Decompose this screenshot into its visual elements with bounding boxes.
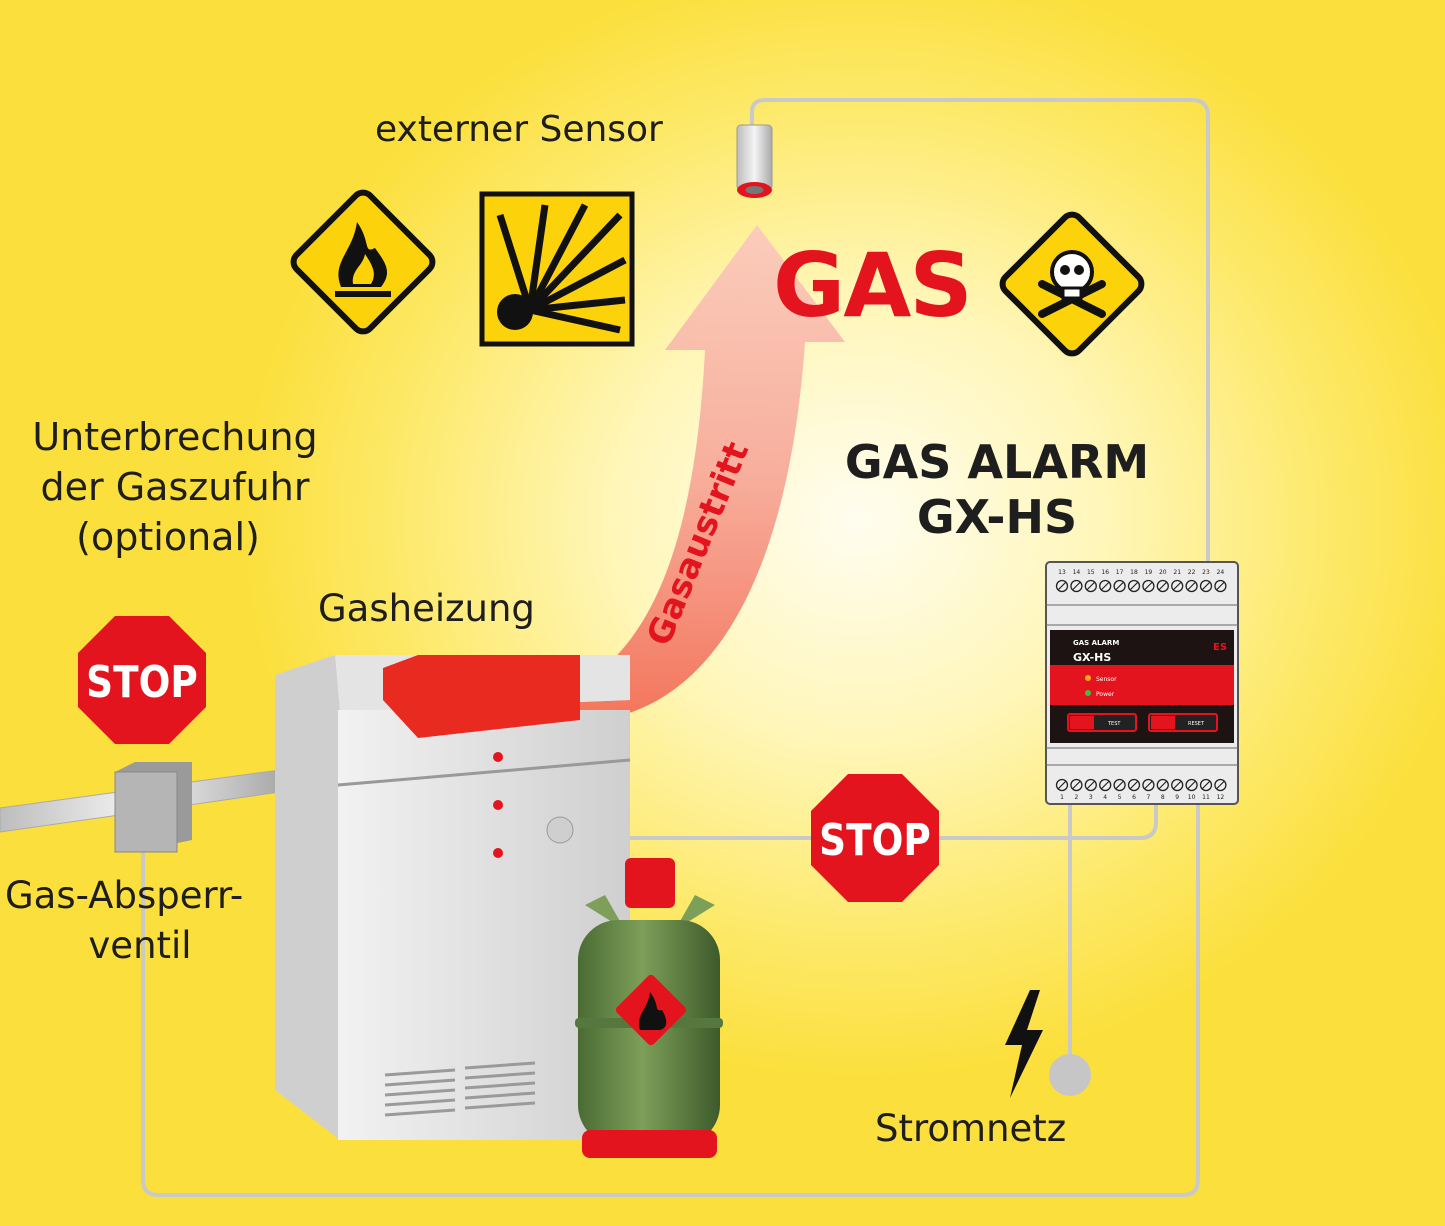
terminal-number: 3 — [1089, 794, 1093, 801]
screw-slot — [1101, 781, 1110, 789]
terminal-number: 19 — [1145, 569, 1153, 576]
flammable-warning-icon — [290, 189, 436, 335]
terminal-number: 20 — [1159, 569, 1167, 576]
terminal-number: 11 — [1202, 794, 1210, 801]
product-line: GX-HS — [917, 490, 1077, 544]
reset-button[interactable]: RESET — [1148, 713, 1218, 732]
stop-label: STOP — [819, 814, 931, 866]
terminal-number: 2 — [1074, 794, 1078, 801]
power-outlet-icon — [1049, 1054, 1091, 1096]
screw-slot — [1072, 582, 1081, 590]
sensor-led — [1085, 675, 1091, 681]
wiring — [141, 98, 1210, 1197]
screw-slot — [1101, 582, 1110, 590]
interruption-line: Unterbrechung — [32, 415, 317, 459]
lightning-icon — [1005, 990, 1043, 1098]
power-indicator-label: Power — [1096, 691, 1115, 698]
stop-label: STOP — [86, 656, 198, 708]
terminal-number: 24 — [1217, 569, 1225, 576]
interruption-line: (optional) — [76, 515, 260, 559]
device-model: GX-HS — [1073, 651, 1111, 664]
gas-headline: GAS — [773, 234, 971, 337]
test-button[interactable]: TEST — [1067, 713, 1137, 732]
product-line: GAS ALARM — [845, 435, 1149, 489]
explosive-warning-icon — [479, 191, 635, 347]
screw-slot — [1187, 781, 1196, 789]
screw-slot — [1216, 781, 1225, 789]
screw-slot — [1158, 582, 1167, 590]
screw-slot — [1086, 582, 1095, 590]
screw-slot — [1130, 781, 1138, 789]
screw-slot — [1058, 781, 1066, 789]
terminal-number: 7 — [1146, 794, 1150, 801]
shutoff-valve-icon — [114, 762, 192, 853]
screw-slot — [1144, 781, 1153, 789]
terminal-number: 1 — [1060, 794, 1064, 801]
terminal-number: 5 — [1118, 794, 1122, 801]
terminal-number: 21 — [1173, 569, 1181, 576]
power-grid-label: Stromnetz — [875, 1107, 1066, 1150]
screw-slot — [1173, 582, 1182, 590]
external-sensor-label: externer Sensor — [375, 109, 663, 150]
valve-line: Gas-Absperr- — [5, 874, 243, 917]
screw-slot — [1115, 781, 1124, 789]
screw-slot — [1158, 781, 1167, 789]
stop-sign-valve: STOP — [78, 616, 206, 744]
terminal-number: 22 — [1188, 569, 1196, 576]
valve-line: ventil — [88, 924, 191, 967]
sensor-indicator-label: Sensor — [1096, 676, 1117, 683]
gas-alarm-device: GAS ALARM GX-HS ES Sensor Power TEST RES… — [1045, 561, 1239, 805]
screw-slot — [1130, 582, 1138, 590]
terminal-number: 9 — [1175, 794, 1179, 801]
terminal-number: 14 — [1073, 569, 1081, 576]
terminal-number: 17 — [1116, 569, 1124, 576]
terminal-number: 8 — [1161, 794, 1165, 801]
screw-slot — [1144, 582, 1153, 590]
terminal-number: 13 — [1058, 569, 1066, 576]
screw-slot — [1173, 781, 1182, 789]
gas-heater-icon — [275, 655, 631, 1140]
terminal-number: 4 — [1103, 794, 1107, 801]
shutoff-valve-label: Gas-Absperr- ventil — [5, 874, 243, 967]
interruption-label: Unterbrechung der Gaszufuhr (optional) — [32, 415, 317, 559]
terminal-number: 10 — [1188, 794, 1196, 801]
screw-slot — [1202, 582, 1210, 590]
gas-cylinder-icon — [575, 858, 723, 1158]
external-sensor-icon — [736, 124, 773, 198]
product-label: GAS ALARM GX-HS — [845, 435, 1149, 544]
terminal-number: 16 — [1101, 569, 1109, 576]
device-brand-logo: ES — [1213, 642, 1227, 653]
screw-slot — [1072, 781, 1081, 789]
screw-slot — [1216, 582, 1225, 590]
reset-button-label: RESET — [1188, 721, 1205, 727]
gas-leak-arrow — [470, 225, 845, 722]
terminal-number: 18 — [1130, 569, 1138, 576]
device-title: GAS ALARM — [1073, 639, 1119, 647]
terminal-number: 15 — [1087, 569, 1095, 576]
toxic-warning-icon — [999, 211, 1145, 357]
terminal-number: 12 — [1217, 794, 1225, 801]
gas-heater-label: Gasheizung — [318, 587, 535, 630]
screw-slot — [1115, 582, 1124, 590]
interruption-line: der Gaszufuhr — [41, 465, 310, 509]
screw-slot — [1058, 582, 1066, 590]
terminal-number: 6 — [1132, 794, 1136, 801]
test-button-label: TEST — [1107, 721, 1121, 727]
terminal-number: 23 — [1202, 569, 1210, 576]
screw-slot — [1086, 781, 1095, 789]
screw-slot — [1202, 781, 1210, 789]
stop-sign-alarm: STOP — [811, 774, 939, 902]
screw-slot — [1187, 582, 1196, 590]
power-led — [1085, 690, 1091, 696]
